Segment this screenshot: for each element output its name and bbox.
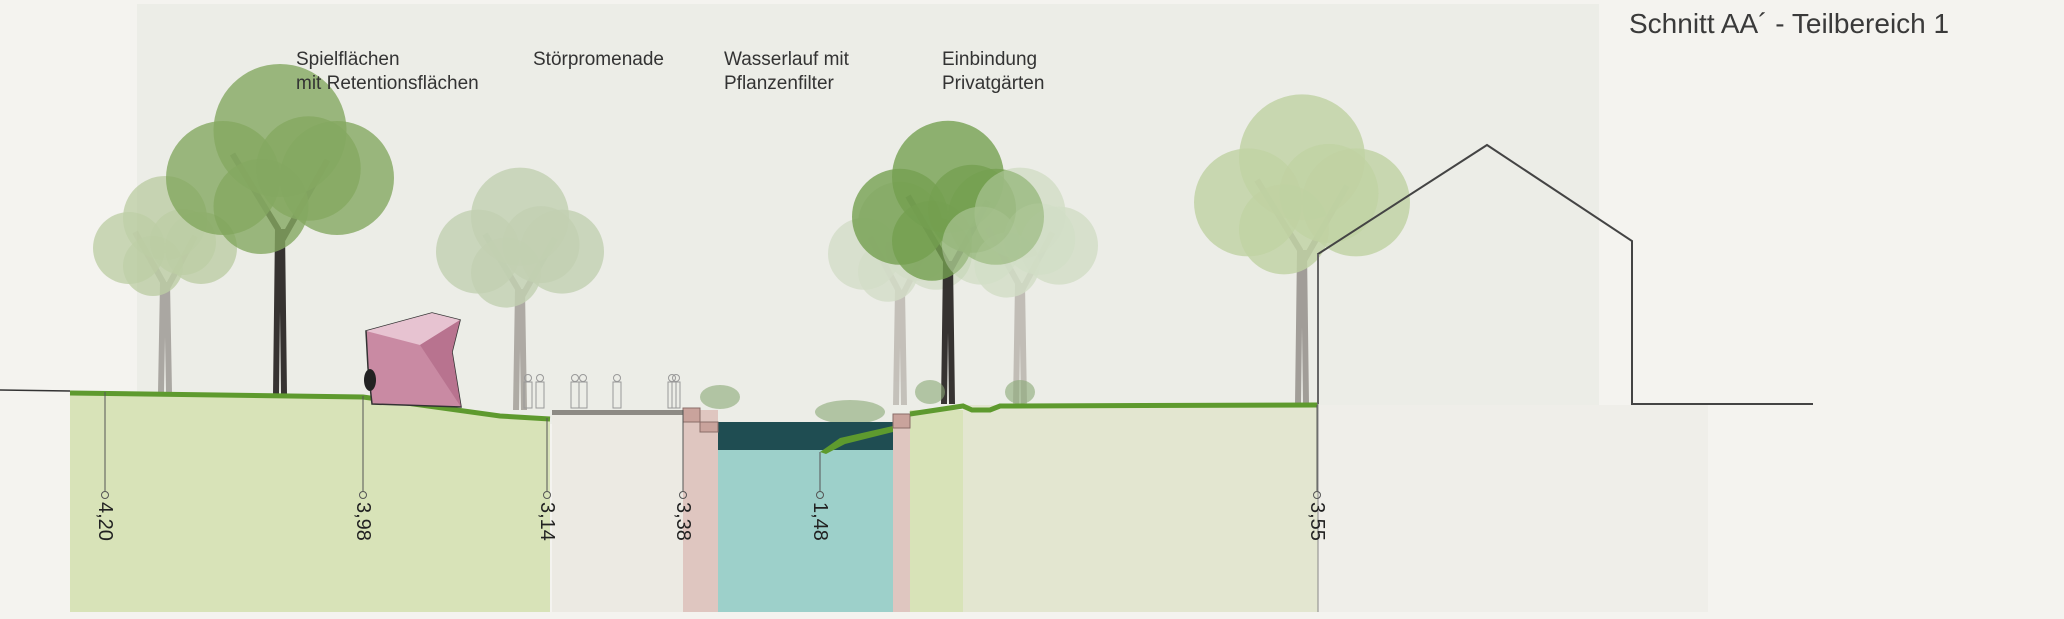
- tree-crown: [974, 167, 1066, 259]
- label-gardens: Einbindung Privatgärten: [942, 48, 1044, 96]
- elevation-marker-circle: [543, 491, 551, 499]
- elevation-marker-circle: [816, 491, 824, 499]
- person-body: [578, 381, 588, 409]
- soil-gardens: [963, 405, 1318, 612]
- shrub: [700, 385, 740, 409]
- tree: [1194, 94, 1410, 405]
- water-bank-slope: [820, 426, 893, 454]
- tree-crown: [942, 206, 1020, 285]
- right-background-block: [1318, 405, 1708, 612]
- label-line: Wasserlauf mit: [724, 49, 849, 70]
- person-body: [671, 381, 681, 409]
- wall-right: [893, 420, 910, 612]
- tree: [852, 120, 1044, 405]
- trees-group: [93, 64, 1410, 424]
- elevation-label: 3,38: [672, 502, 694, 541]
- tree-crown: [502, 206, 580, 284]
- elevation-label: 1,48: [809, 502, 831, 541]
- label-playground: Spielflächen mit Retentionsflächen: [296, 48, 479, 96]
- person-body: [535, 381, 545, 409]
- label-waterway: Wasserlauf mit Pflanzenfilter: [724, 48, 849, 96]
- shrub: [815, 400, 885, 424]
- elevation-label: 4,20: [94, 502, 116, 541]
- elevation-label: 3,14: [536, 502, 558, 541]
- tree: [942, 167, 1098, 405]
- elevation-marker-circle: [679, 491, 687, 499]
- elevation-marker-circle: [359, 491, 367, 499]
- person-figure: [523, 374, 533, 409]
- elevation-marker-circle: [101, 491, 109, 499]
- person-body: [523, 381, 533, 409]
- label-line: Spielflächen: [296, 49, 400, 70]
- person-figure: [578, 374, 588, 409]
- person-figure: [671, 374, 681, 409]
- grass-line-gardens: [909, 402, 1319, 417]
- person-figure: [535, 374, 545, 409]
- elevation-label: 3,98: [352, 502, 374, 541]
- label-line: Störpromenade: [533, 49, 664, 70]
- wall-cap: [682, 407, 701, 423]
- soil-playground: [70, 392, 550, 612]
- promenade-surface: [552, 410, 683, 415]
- tree-crown: [974, 232, 1040, 298]
- shrub: [915, 380, 945, 404]
- water-body: [718, 430, 893, 612]
- soil-promenade: [552, 412, 683, 612]
- wall-cap: [892, 413, 911, 429]
- wall-cap: [699, 421, 719, 433]
- drawing-title: Schnitt AA´ - Teilbereich 1: [1629, 8, 1950, 39]
- wall-left: [683, 410, 718, 612]
- elevation-markers: [101, 392, 1321, 499]
- person-figure: [612, 374, 622, 409]
- shrub: [1005, 380, 1035, 404]
- tree-crown: [256, 116, 361, 221]
- label-line: Einbindung: [942, 49, 1038, 70]
- person-body: [612, 381, 622, 409]
- elevation-marker-circle: [1313, 491, 1321, 499]
- ground-line-left: [0, 389, 71, 392]
- label-promenade: Störpromenade: [533, 48, 664, 72]
- play-sculpture: [364, 312, 462, 408]
- tree: [166, 64, 394, 395]
- tree-crown: [1003, 203, 1076, 275]
- elevation-label: 3,55: [1306, 502, 1328, 541]
- soil-bank: [910, 410, 963, 612]
- label-line: Privatgärten: [942, 73, 1045, 94]
- label-line: Pflanzenfilter: [724, 73, 834, 94]
- tree: [436, 167, 604, 411]
- label-line: mit Retentionsflächen: [296, 73, 479, 94]
- tree-crown: [1020, 206, 1098, 285]
- tree-crown: [928, 164, 1016, 253]
- tree-crown: [1279, 143, 1379, 243]
